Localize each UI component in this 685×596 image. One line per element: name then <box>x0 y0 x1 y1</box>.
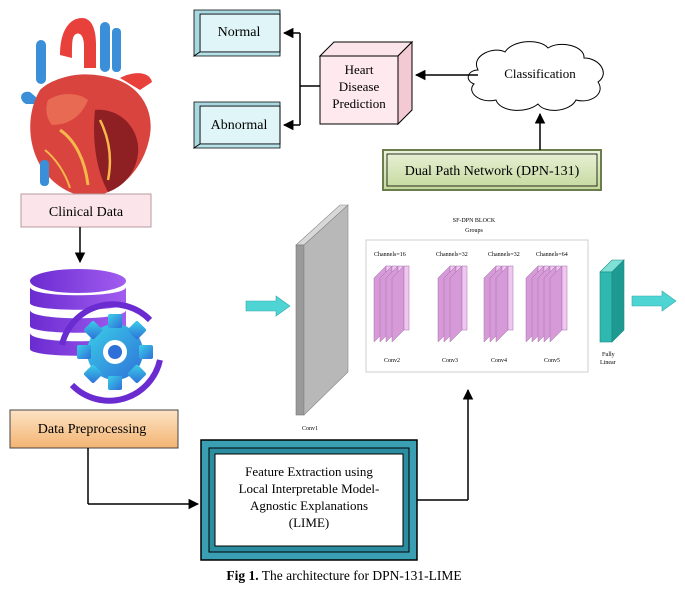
groups-label: Groups <box>465 228 483 234</box>
channels-label-1: Channels=16 <box>374 252 406 258</box>
data-preprocessing-label: Data Preprocessing <box>38 422 146 437</box>
conv1-slab: Conv1 <box>295 204 349 432</box>
fully-linear-slab: Fully Linear <box>599 259 625 366</box>
figure-caption: Fig 1. The architecture for DPN-131-LIME <box>226 568 461 583</box>
conv-plate <box>495 265 509 343</box>
feature-label-line1: Feature Extraction using <box>245 464 373 479</box>
channels-label-2: Channels=32 <box>436 252 468 258</box>
abnormal-box: Abnormal <box>192 101 281 149</box>
feature-extraction-box: Feature Extraction using Local Interpret… <box>200 439 418 561</box>
heart-disease-prediction-box: Heart Disease Prediction <box>318 40 414 126</box>
channels-label-3: Channels=32 <box>488 252 520 258</box>
fully-label-line2: Linear <box>600 360 616 366</box>
heart-label-line2: Disease <box>339 79 380 94</box>
normal-label: Normal <box>218 25 261 40</box>
heart-label-line1: Heart <box>345 62 374 77</box>
preprocessing-to-feature-arrow <box>87 448 200 510</box>
conv-plate-groups <box>373 265 568 343</box>
conv-plate-face <box>561 265 568 331</box>
feature-label-line3: Agnostic Explanations <box>250 498 368 513</box>
dpn-box: Dual Path Network (DPN-131) <box>382 149 602 191</box>
fully-label-line1: Fully <box>602 352 615 358</box>
conv2-label: Conv2 <box>384 358 400 364</box>
conv-plate-face <box>461 265 468 331</box>
prediction-split-connector <box>282 27 320 131</box>
classification-label: Classification <box>504 66 576 81</box>
conv5-label: Conv5 <box>544 358 560 364</box>
block-title: SF-DPN BLOCK <box>453 218 496 224</box>
conv4-label: Conv4 <box>491 358 507 364</box>
output-arrow-icon <box>631 290 677 312</box>
abnormal-label: Abnormal <box>211 118 268 133</box>
clinical-data-box: Clinical Data <box>20 193 152 228</box>
feature-label-line2: Local Interpretable Model- <box>239 481 380 496</box>
channels-label-4: Channels=64 <box>536 252 568 258</box>
conv-plate <box>449 265 463 343</box>
conv-plate-face <box>403 265 410 331</box>
clinical-data-label: Clinical Data <box>49 205 124 220</box>
conv-plate <box>549 265 563 343</box>
heart-icon <box>21 18 152 197</box>
feature-to-network-arrow <box>417 388 474 501</box>
classification-cloud: Classification <box>467 41 604 111</box>
caption-text: The architecture for DPN-131-LIME <box>259 568 462 583</box>
database-gear-icon <box>30 269 163 404</box>
data-preprocessing-box: Data Preprocessing <box>9 409 179 449</box>
conv1-label: Conv1 <box>302 426 318 432</box>
conv-plate <box>391 265 405 343</box>
heart-label-line3: Prediction <box>332 96 386 111</box>
input-arrow-icon <box>245 295 291 317</box>
caption-label: Fig 1. <box>226 568 258 583</box>
conv3-label: Conv3 <box>442 358 458 364</box>
conv-plate-face <box>507 265 514 331</box>
dpn-label: Dual Path Network (DPN-131) <box>405 164 580 179</box>
normal-box: Normal <box>192 9 281 57</box>
feature-label-line4: (LIME) <box>289 515 329 530</box>
